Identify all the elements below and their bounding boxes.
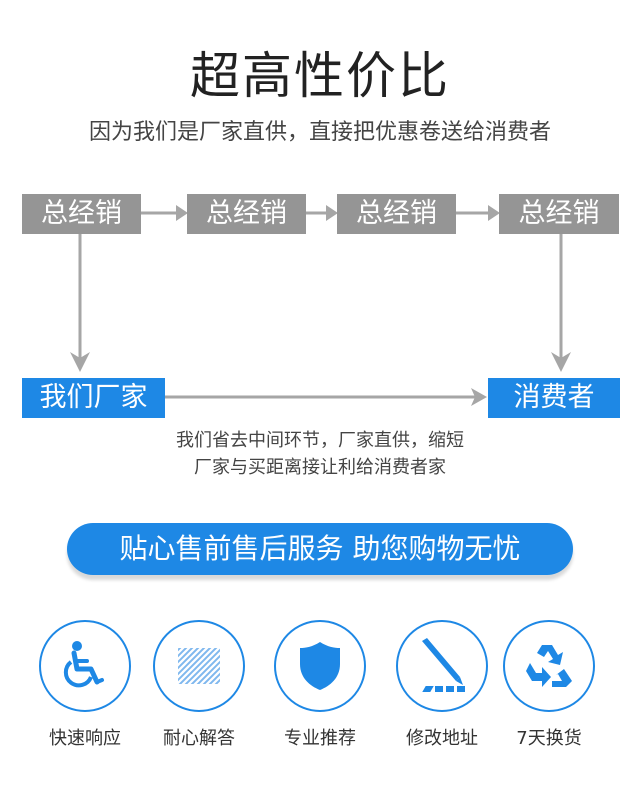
feature-label: 耐心解答 <box>163 728 235 749</box>
feature-label: 7天换货 <box>516 728 582 749</box>
consumer-box: 消费者 <box>488 378 620 418</box>
service-banner: 贴心售前售后服务 助您购物无忧 <box>67 523 573 575</box>
wheelchair-icon <box>63 641 104 688</box>
feature-label: 快速响应 <box>49 728 121 749</box>
distributor-box-3: 总经销 <box>337 194 456 234</box>
flow-note-line-1: 我们省去中间环节，厂家直供，缩短 <box>176 430 464 451</box>
feature-label: 专业推荐 <box>284 728 356 749</box>
flow-note-line-2: 厂家与买距离接让利给消费者家 <box>194 457 446 478</box>
feature-quick-response: 快速响应 <box>36 620 134 752</box>
page-subtitle: 因为我们是厂家直供，直接把优惠卷送给消费者 <box>88 120 551 145</box>
recycle-icon <box>526 645 572 687</box>
feature-professional-recommend: 专业推荐 <box>271 620 369 752</box>
factory-box: 我们厂家 <box>22 378 165 418</box>
page-title: 超高性价比 <box>190 47 450 105</box>
feature-seven-day-exchange: 7天换货 <box>500 620 598 752</box>
pen-icon <box>422 638 465 692</box>
striped-square-icon <box>178 648 220 684</box>
distributor-box-2: 总经销 <box>187 194 306 234</box>
feature-circle <box>39 620 131 712</box>
distributor-box-1: 总经销 <box>22 194 141 234</box>
arrow-head-down-right <box>551 352 571 372</box>
shield-icon <box>300 642 340 690</box>
feature-patient-answer: 耐心解答 <box>150 620 248 752</box>
feature-modify-address: 修改地址 <box>393 620 491 752</box>
arrow-head-down-left <box>70 352 90 372</box>
distributor-box-4: 总经销 <box>499 194 619 234</box>
feature-label: 修改地址 <box>406 728 478 749</box>
feature-circle <box>396 620 488 712</box>
feature-circle <box>503 620 595 712</box>
feature-circle <box>274 620 366 712</box>
feature-circle <box>153 620 245 712</box>
arrow-head-right <box>471 388 487 406</box>
